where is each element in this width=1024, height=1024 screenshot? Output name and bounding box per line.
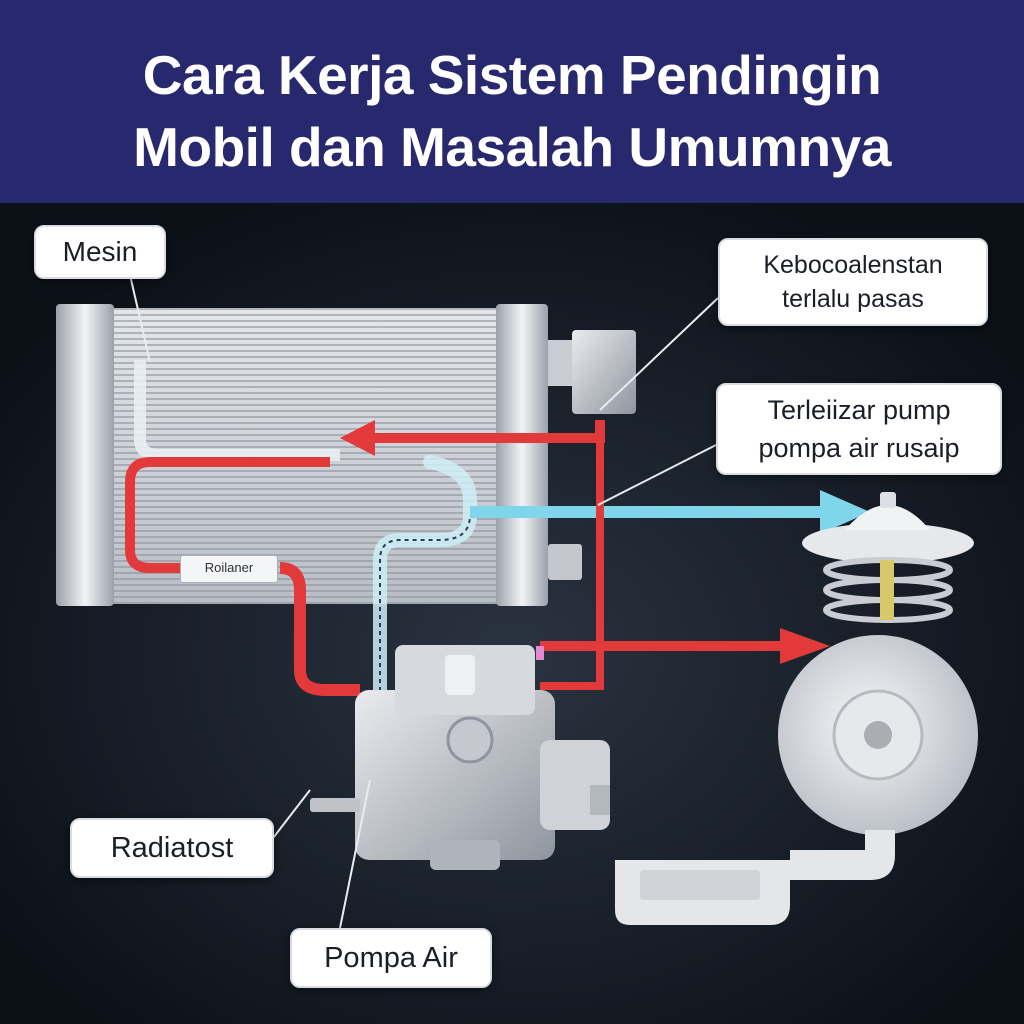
fan-pulley-icon bbox=[778, 635, 978, 835]
hot-coolant-flow bbox=[125, 420, 830, 696]
thermostat-icon bbox=[802, 492, 974, 623]
title-banner: Cara Kerja Sistem Pendingin Mobil dan Ma… bbox=[0, 0, 1024, 203]
label-kebocoran-line-1: Kebocoalenstan bbox=[763, 251, 943, 279]
label-kebocoran: Kebocoalenstan terlalu pasas bbox=[718, 238, 988, 326]
label-pompa-air: Pompa Air bbox=[290, 928, 492, 988]
label-mesin-text: Mesin bbox=[62, 236, 138, 267]
label-mesin: Mesin bbox=[34, 225, 166, 279]
radiator-tag: Roilaner bbox=[180, 555, 278, 583]
label-radiator: Radiatost bbox=[70, 818, 274, 878]
cool-coolant-flow bbox=[134, 360, 870, 722]
water-pump-icon bbox=[310, 645, 610, 870]
cooling-system-diagram bbox=[0, 203, 1024, 1024]
label-pump-line-2: pompa air rusaip bbox=[758, 433, 960, 463]
callout-pointers bbox=[129, 274, 719, 929]
label-radiator-text: Radiatost bbox=[110, 831, 234, 864]
label-pompa-air-text: Pompa Air bbox=[324, 941, 458, 974]
label-kebocoran-line-2: terlalu pasas bbox=[782, 285, 924, 313]
label-pump: Terleiizar pump pompa air rusaip bbox=[716, 383, 1002, 475]
label-pump-line-1: Terleiizar pump bbox=[767, 395, 951, 425]
page-title-line-2: Mobil dan Masalah Umumnya bbox=[133, 116, 891, 178]
engine-block-icon bbox=[615, 830, 895, 925]
page-title-line-1: Cara Kerja Sistem Pendingin bbox=[142, 44, 882, 106]
